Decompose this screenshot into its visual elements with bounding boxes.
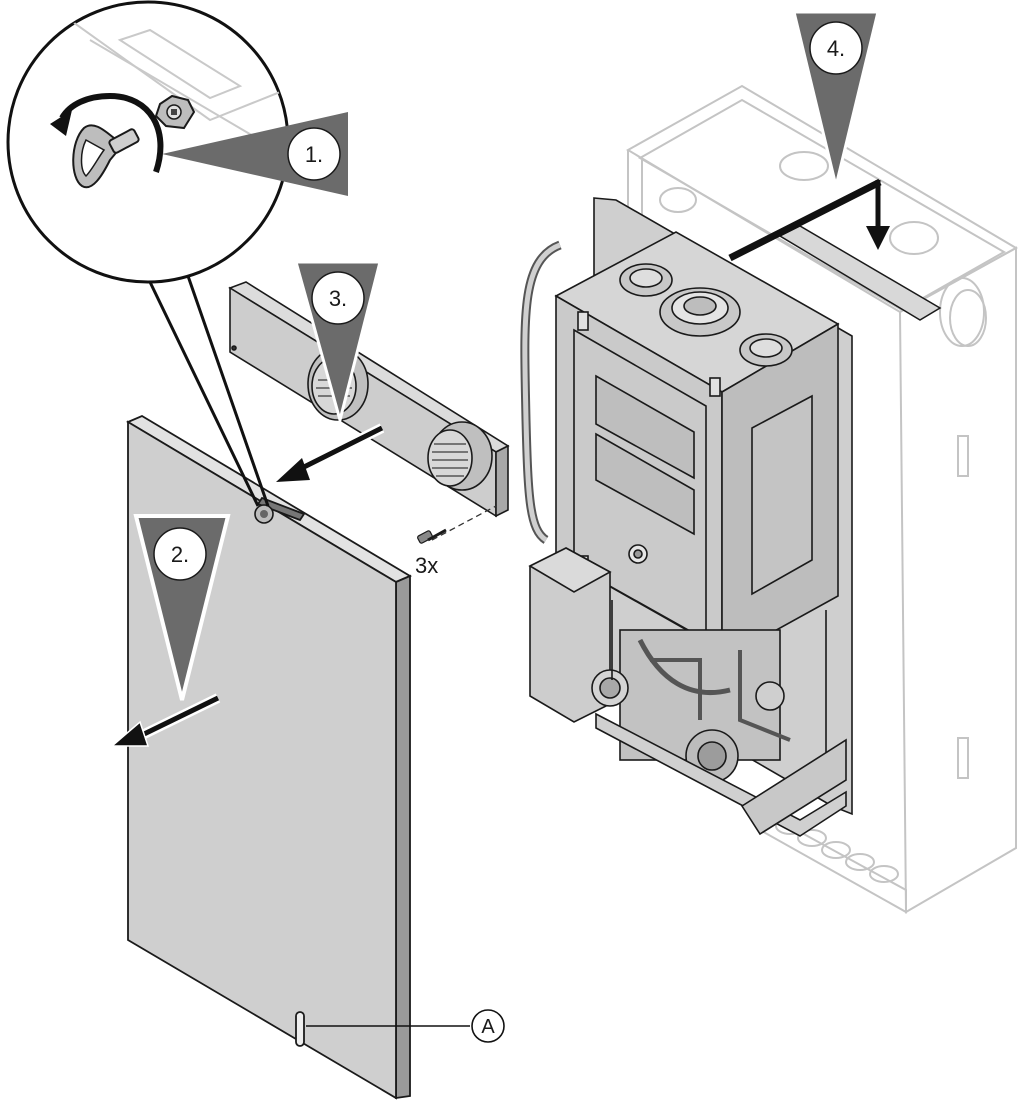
mounting-rail: [728, 178, 942, 321]
hex-nut-icon: [154, 94, 196, 130]
magnifier-callout: [6, 0, 290, 507]
pull-out-arrow-icon: [109, 693, 221, 747]
screw-icon: [417, 505, 497, 544]
step-3-marker: 3.: [276, 260, 385, 482]
down-arrow-icon: [866, 180, 890, 250]
panel-lock-screw: [254, 504, 274, 524]
pull-out-arrow-icon: [276, 423, 385, 482]
hydraulic-block: [591, 600, 827, 783]
key-icon: [72, 124, 140, 189]
screw-count-label: 3x: [415, 553, 438, 578]
step-4-label: 4.: [827, 36, 845, 61]
step-4-marker: 4.: [792, 10, 890, 250]
callout-a: A: [306, 1009, 505, 1043]
step-1-marker: 1.: [162, 112, 348, 196]
callout-a-label: A: [481, 1016, 495, 1038]
boiler-unit: [520, 197, 853, 837]
air-intake-duct: [228, 281, 510, 518]
step-2-marker: 2.: [109, 514, 231, 747]
rotate-arrow-icon: [50, 92, 164, 173]
step-1-label: 1.: [305, 142, 323, 167]
step-2-label: 2.: [171, 542, 189, 567]
step-3-label: 3.: [329, 286, 347, 311]
